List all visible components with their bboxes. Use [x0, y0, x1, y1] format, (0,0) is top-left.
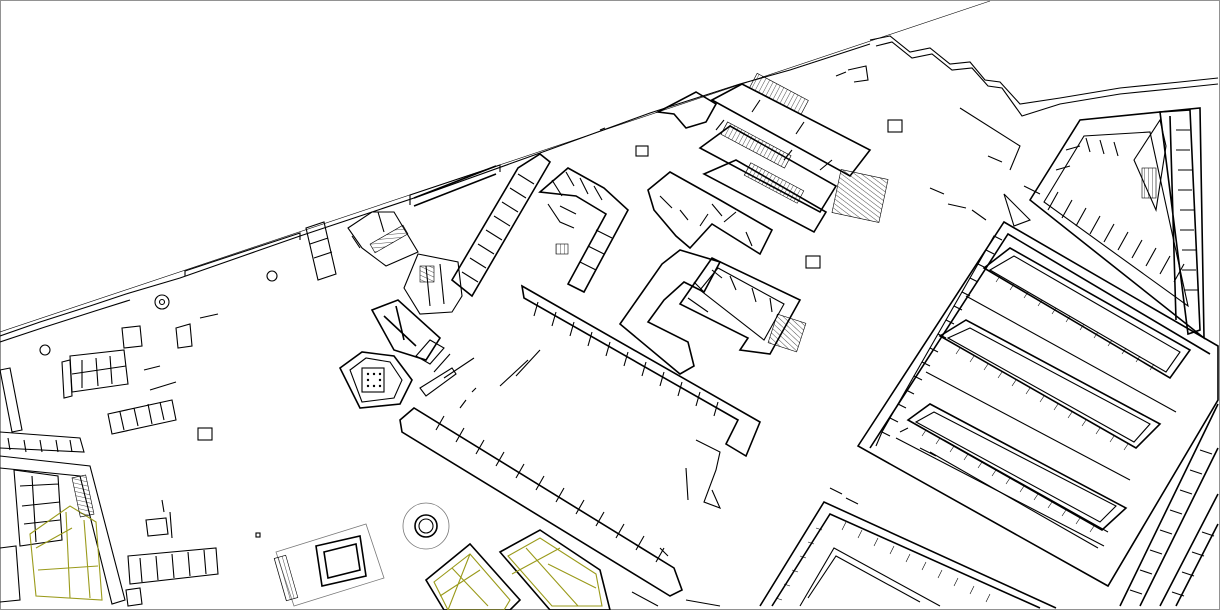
south-precinct [273, 502, 450, 607]
west-garden-beds [29, 474, 103, 601]
palace-complex [618, 119, 903, 375]
north-rooms-cluster [305, 211, 463, 315]
southeast-warehouse [759, 500, 1057, 609]
west-houses [39, 270, 278, 441]
northeast-barracks [1028, 107, 1205, 340]
south-garden-plots [424, 529, 611, 610]
great-portico [399, 284, 762, 607]
east-edge-rooms [1119, 403, 1219, 607]
east-scattered-walls [829, 107, 1041, 505]
southwest-houses [125, 499, 261, 607]
east-horrea [856, 220, 1219, 588]
temple-building [338, 299, 442, 409]
city-wall-east [869, 35, 1219, 117]
north-wing-stairs [655, 65, 889, 234]
diagonal-room-row-north [413, 153, 552, 298]
west-edge-rooms [0, 367, 126, 605]
north-central-house [538, 167, 629, 294]
